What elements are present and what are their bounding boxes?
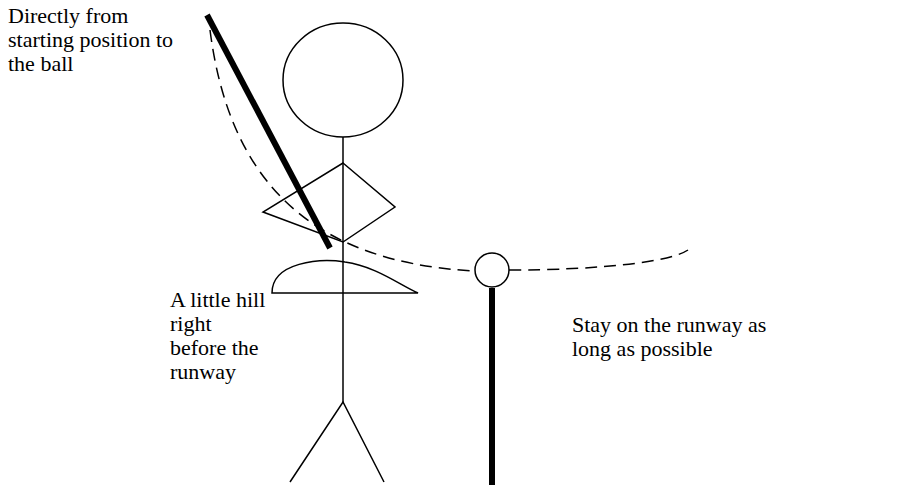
body (342, 137, 344, 402)
legs (290, 402, 384, 482)
hill (272, 261, 418, 293)
note-label: A little hill right before the runway (170, 288, 270, 384)
club-path (210, 30, 475, 271)
club-path (509, 250, 688, 270)
club (207, 15, 330, 248)
ball (475, 253, 509, 287)
head (283, 23, 403, 137)
note-label: Directly from starting position to the b… (8, 4, 186, 76)
arms-diamond (263, 163, 395, 242)
tee-pole (489, 288, 495, 485)
note-label: Stay on the runway as long as possible (572, 313, 787, 361)
